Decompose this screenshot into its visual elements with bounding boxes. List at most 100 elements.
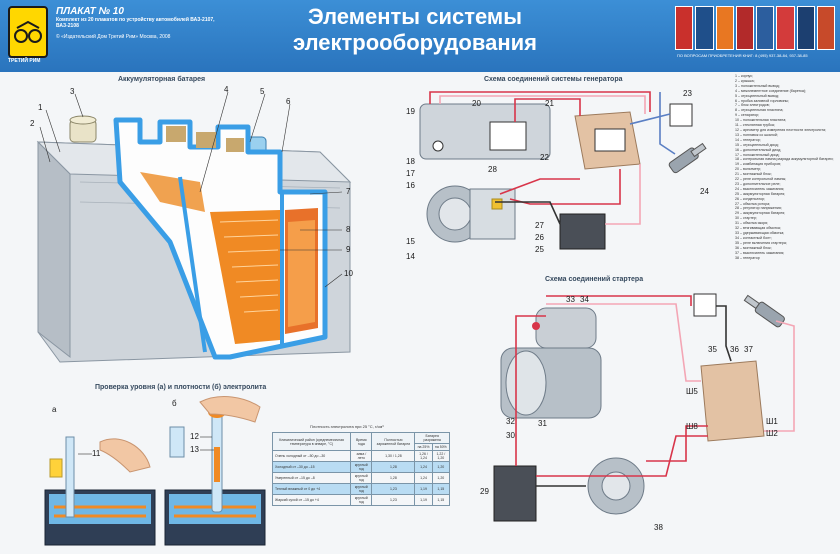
- callout-32: 32: [506, 417, 515, 426]
- legend-item: 6 – пробка заливной горловины;: [735, 98, 790, 103]
- relay-pin-sh8: Ш8: [686, 422, 698, 431]
- callout-35: 35: [708, 345, 717, 354]
- relay-pin-sh5: Ш5: [686, 387, 698, 396]
- legend-item: 7 – блок электродов;: [735, 103, 770, 108]
- legend-item: 11 – стеклянная трубка;: [735, 123, 775, 128]
- callout-38: 38: [654, 523, 663, 532]
- legend-item: 14 – генератор;: [735, 137, 761, 142]
- callout-20: 20: [472, 99, 481, 108]
- legend-list: 1 – корпус;2 – крышка;3 – положительный …: [735, 74, 835, 260]
- starter-section-title: Схема соединений стартера: [545, 276, 644, 283]
- callout-30: 30: [506, 431, 515, 440]
- promo-text: ПО ВОПРОСАМ ПРИОБРЕТЕНИЯ КНИГ: 8 (495) 9…: [677, 53, 808, 58]
- legend-item: 3 – положительный вывод;: [735, 83, 780, 88]
- battery-cutaway-diagram: 1 2 3 4 5 6 7 8 9 10: [30, 85, 353, 363]
- legend-item: 10 – положительная пластина;: [735, 118, 787, 123]
- poster-info: ПЛАКАТ № 10 Комплект из 20 плакатов по у…: [56, 6, 216, 40]
- relay-pin-sh2: Ш2: [766, 429, 778, 438]
- table-row: Теплый влажный от 0 до +4 круглый год 1,…: [271, 483, 451, 495]
- legend-item: 31 – обмотка якоря;: [735, 221, 769, 226]
- legend-item: 15 – отрицательный диод;: [735, 142, 779, 147]
- callout-7: 7: [346, 187, 351, 196]
- callout-2: 2: [30, 119, 35, 128]
- header-season: Время года: [350, 432, 373, 451]
- legend-item: 30 – стартер;: [735, 216, 757, 221]
- callout-16: 16: [406, 181, 415, 190]
- legend-item: 5 – отрицательный вывод;: [735, 93, 779, 98]
- legend-item: 34 – контактный болт;: [735, 235, 772, 240]
- callout-15: 15: [406, 237, 415, 246]
- legend-item: 8 – отрицательная пластина;: [735, 108, 784, 113]
- header-full: Полностью заряженной батареи: [371, 432, 416, 451]
- callout-36: 36: [730, 345, 739, 354]
- publisher-logo: [8, 6, 48, 58]
- publisher-info: © «Издательский Дом Третий Рим» Москва, …: [56, 34, 171, 40]
- callout-24: 24: [700, 187, 709, 196]
- electrolyte-check-diagram: а б 11 12 13: [44, 396, 266, 546]
- generator-section-title: Схема соединений системы генератора: [484, 76, 623, 83]
- header-25: на 25%: [414, 443, 433, 451]
- book-covers: [675, 6, 835, 50]
- callout-8: 8: [346, 225, 351, 234]
- callout-21: 21: [545, 99, 554, 108]
- legend-item: 2 – крышка;: [735, 78, 755, 83]
- poster-header: ТРЕТИЙ РИМ ПЛАКАТ № 10 Комплект из 20 пл…: [0, 0, 840, 72]
- electrolyte-section-title: Проверка уровня (а) и плотности (б) элек…: [95, 384, 267, 391]
- legend-item: 18 – контрольная лампа разряда аккумулят…: [735, 157, 834, 162]
- legend-item: 28 – регулятор напряжения;: [735, 206, 782, 211]
- callout-9: 9: [346, 245, 351, 254]
- legend-item: 36 – монтажный блок;: [735, 245, 772, 250]
- legend-item: 16 – дополнительный диод;: [735, 147, 782, 152]
- legend-item: 19 – комбинация приборов;: [735, 162, 782, 167]
- label-b: б: [172, 399, 177, 408]
- callout-27: 27: [535, 221, 544, 230]
- legend-item: 23 – дополнительное реле;: [735, 181, 781, 186]
- page-title: Элементы системы электрооборудования: [250, 4, 580, 56]
- legend-item: 9 – сепаратор;: [735, 113, 760, 118]
- callout-6: 6: [286, 97, 291, 106]
- callout-34: 34: [580, 295, 589, 304]
- legend-item: 24 – выключатель зажигания;: [735, 186, 785, 191]
- table-row: Жаркий сухой от –15 до +4 круглый год 1,…: [271, 494, 451, 506]
- callout-17: 17: [406, 169, 415, 178]
- legend-item: 29 – аккумуляторная батарея;: [735, 211, 786, 216]
- callout-13: 13: [190, 445, 199, 454]
- legend-item: 38 – генератор: [735, 255, 760, 260]
- legend-item: 13 – поплавок со шкалой;: [735, 132, 778, 137]
- callout-26: 26: [535, 233, 544, 242]
- density-table: Климатический район (среднемесячная темп…: [271, 432, 451, 506]
- legend-item: 33 – удерживающая обмотка;: [735, 231, 785, 235]
- legend-item: 25 – аккумуляторная батарея;: [735, 191, 786, 196]
- callout-22: 22: [540, 153, 549, 162]
- callout-19: 19: [406, 107, 415, 116]
- legend-item: 12 – ареометр для измерения плотности эл…: [735, 127, 826, 132]
- callout-29: 29: [480, 487, 489, 496]
- table-row: Умеренный от –15 до –8 круглый год 1,28 …: [271, 472, 451, 484]
- title-line-1: Элементы системы: [308, 4, 522, 29]
- poster-number: ПЛАКАТ № 10: [56, 6, 124, 17]
- callout-37: 37: [744, 345, 753, 354]
- table-title: Плотность электролита при 25 °С, г/см³: [310, 424, 384, 429]
- legend-item: 37 – выключатель зажигания;: [735, 250, 785, 255]
- callout-1: 1: [38, 103, 43, 112]
- callout-23: 23: [683, 89, 692, 98]
- callout-11: 11: [92, 449, 101, 458]
- callout-12: 12: [190, 432, 199, 441]
- title-line-2: электрооборудования: [292, 30, 537, 55]
- starter-wiring-diagram: Ш5 Ш8 Ш1 Ш2 29 30 31 32 33 34 35 36 37 3…: [480, 293, 795, 532]
- legend-item: 20 – вольтметр;: [735, 167, 762, 172]
- legend-item: 1 – корпус;: [735, 74, 754, 78]
- table-row: Очень холодный от –50 до –30 зима / лето…: [271, 450, 451, 462]
- legend-item: 4 – межэлементное соединение (баретка);: [735, 88, 807, 93]
- relay-pin-sh1: Ш1: [766, 417, 778, 426]
- legend-item: 22 – реле контрольной лампы;: [735, 177, 787, 182]
- label-a: а: [52, 405, 57, 414]
- poster-subtitle: Комплект из 20 плакатов по устройству ав…: [56, 17, 215, 29]
- legend-item: 32 – втягивающая обмотка;: [735, 226, 781, 231]
- callout-25: 25: [535, 245, 544, 254]
- logo-text: ТРЕТИЙ РИМ: [8, 58, 41, 64]
- generator-wiring-diagram: 19 20 21 22 23 24 18 17 16 15 14 25 26 2…: [406, 89, 709, 261]
- legend-item: 35 – реле включения стартера;: [735, 240, 787, 245]
- callout-31: 31: [538, 419, 547, 428]
- callout-14: 14: [406, 252, 415, 261]
